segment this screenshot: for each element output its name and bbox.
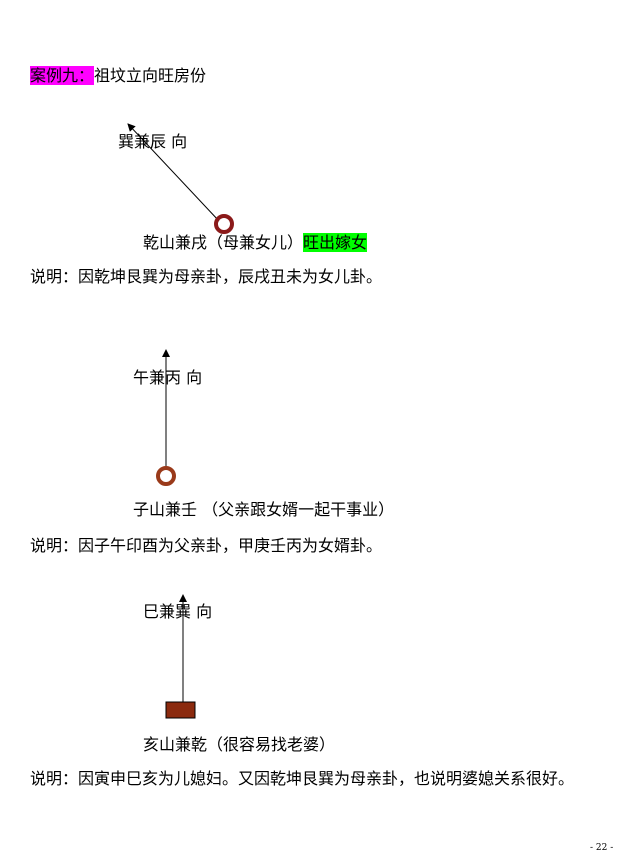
case-title: 祖坟立向旺房份	[94, 66, 207, 85]
diagram1-ring	[214, 214, 234, 234]
diagram1-mountain-label: 乾山兼戌（母兼女儿）	[143, 233, 304, 252]
diagram2-mountain-label: 子山兼壬 （父亲跟女婿一起干事业）	[133, 500, 395, 519]
diagram2-explanation: 说明：因子午印酉为父亲卦，甲庚壬丙为女婿卦。	[30, 536, 383, 555]
diagram1-direction-label: 巽兼辰 向	[118, 132, 188, 151]
diagram1-mountain-line: 乾山兼戌（母兼女儿）旺出嫁女	[143, 233, 368, 253]
diagram3-box	[165, 701, 196, 719]
case-title-line: 案例九：祖坟立向旺房份	[30, 66, 206, 86]
diagram1-explanation: 说明：因乾坤艮巽为母亲卦，辰戌丑未为女儿卦。	[30, 267, 383, 286]
diagram3-mountain-label: 亥山兼乾（很容易找老婆）	[143, 735, 336, 754]
diagram1-arrow	[127, 123, 220, 222]
diagram2-ring	[156, 466, 176, 486]
diagram1-highlight: 旺出嫁女	[303, 233, 368, 252]
page-number: - 22 -	[590, 843, 614, 853]
case-label: 案例九：	[30, 66, 95, 85]
diagram3-explanation: 说明：因寅申巳亥为儿媳妇。又因乾坤艮巽为母亲卦，也说明婆媳关系很好。	[30, 769, 575, 788]
diagram3-direction-label: 巳兼巽 向	[143, 602, 213, 621]
diagram2-direction-label: 午兼丙 向	[133, 368, 203, 387]
